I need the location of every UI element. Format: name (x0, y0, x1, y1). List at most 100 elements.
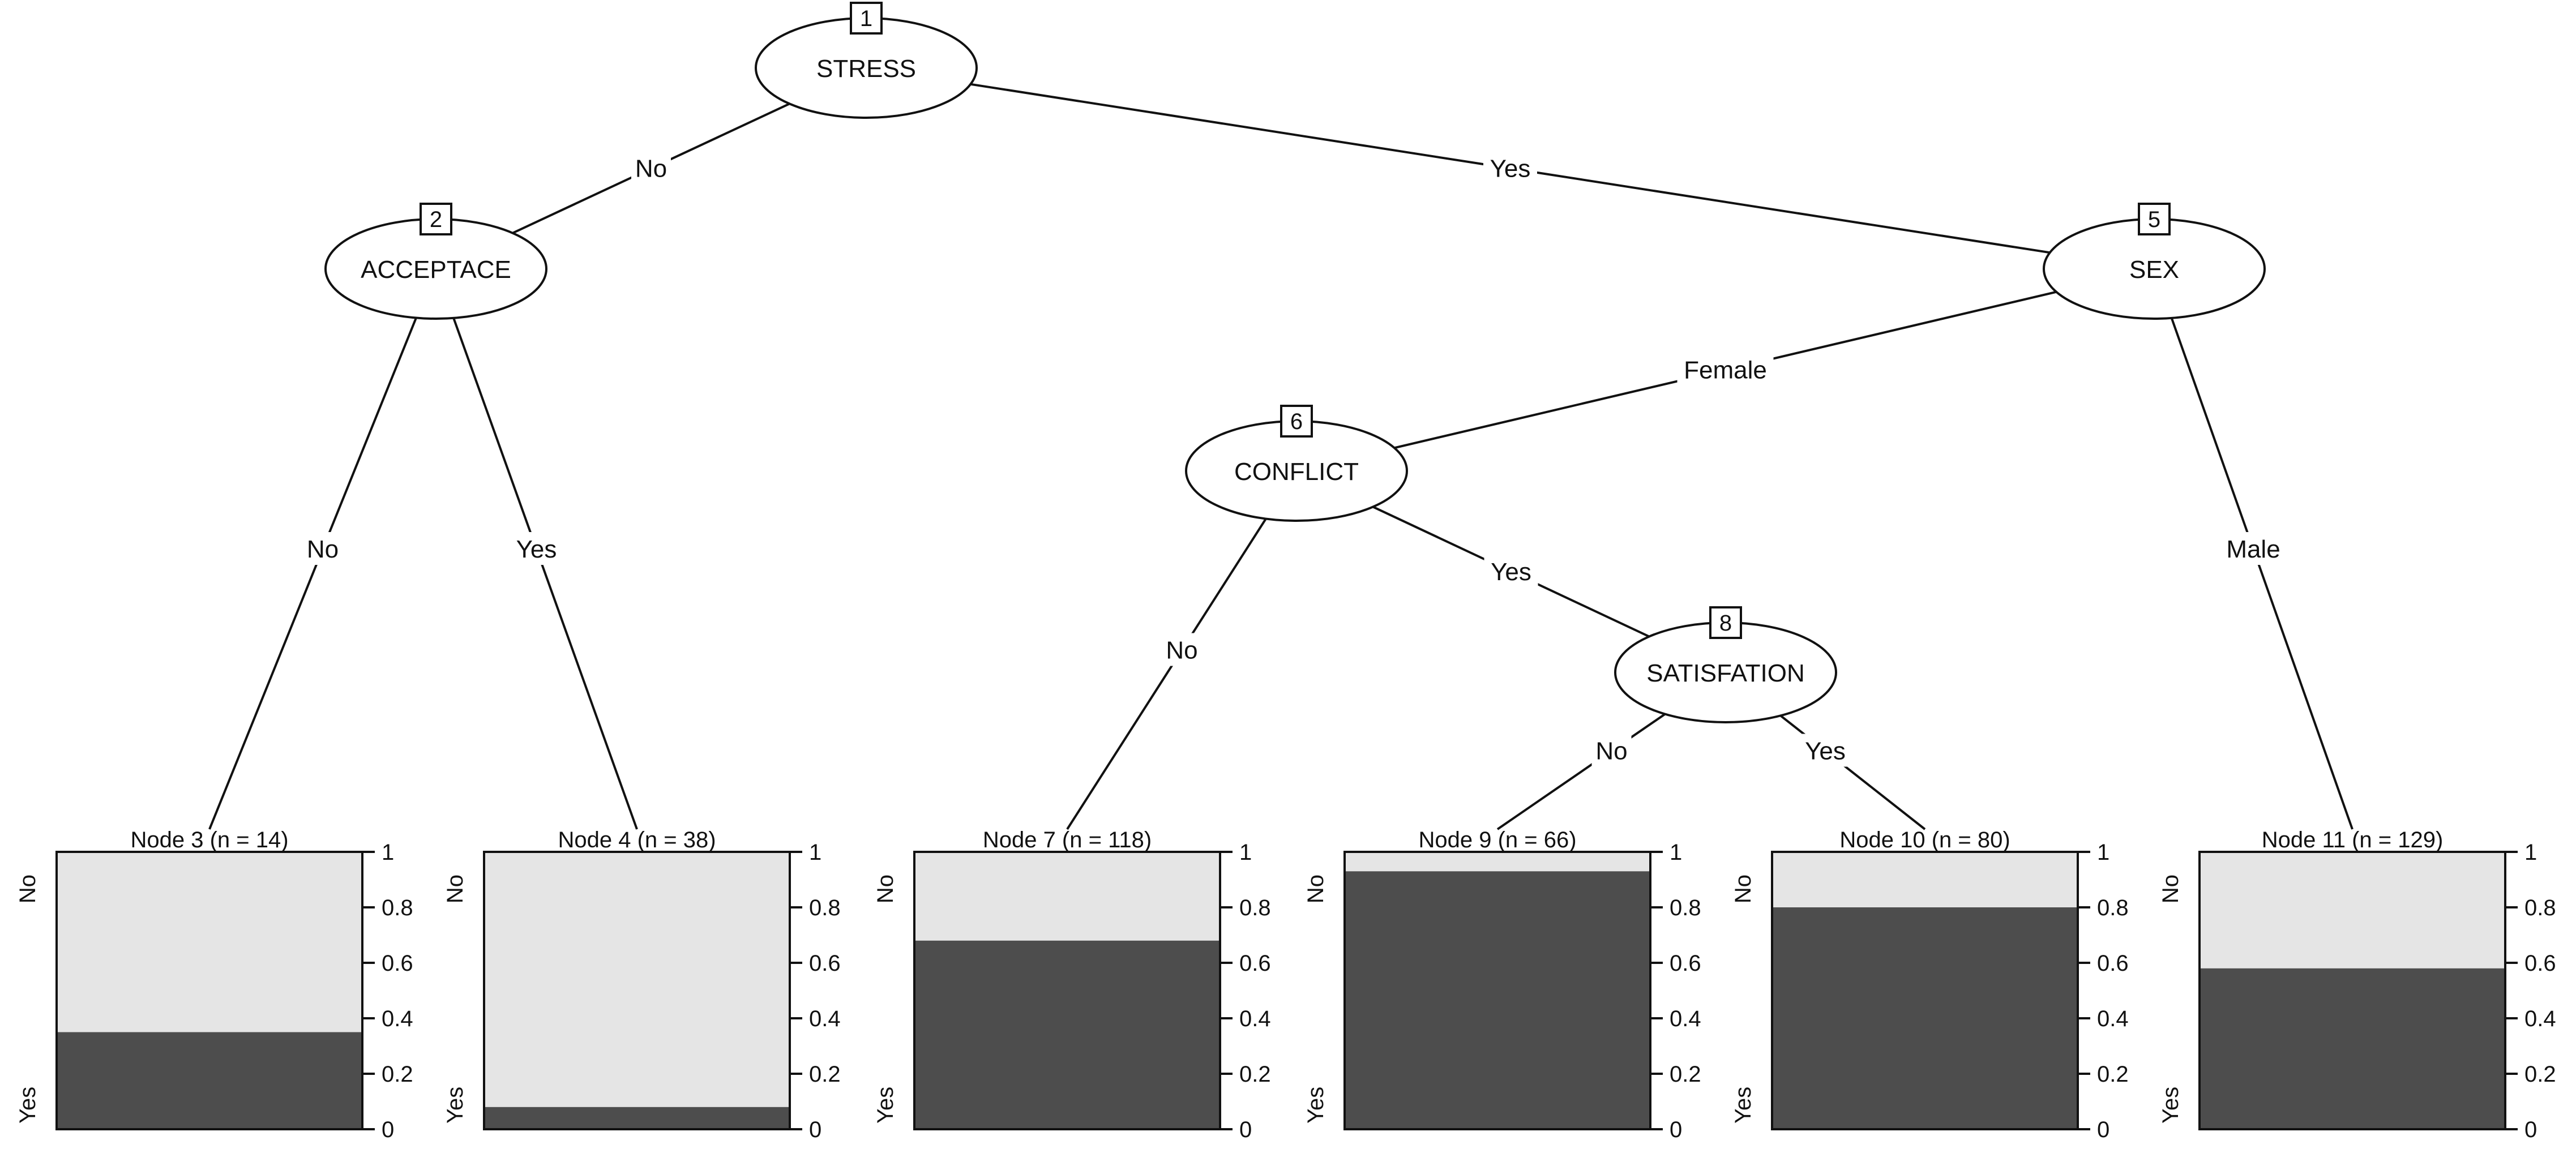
y-tick-label: 0 (382, 1117, 394, 1142)
node-id: 1 (860, 6, 872, 31)
edge-label-bg (2219, 532, 2287, 565)
terminal-title: Node 10 (n = 80) (1839, 828, 2010, 852)
y-tick-label: 0.4 (1670, 1006, 1701, 1031)
bar-segment-no (57, 852, 362, 1032)
y-tick-label: 0.4 (2524, 1006, 2556, 1031)
terminal-title: Node 3 (n = 14) (130, 828, 288, 852)
terminal-title: Node 7 (n = 118) (983, 828, 1152, 852)
y-tick-label: 1 (1670, 840, 1682, 865)
y-tick-label: 1 (1239, 840, 1252, 865)
edge-label-yes: Yes (1491, 558, 1531, 586)
edge-label-yes: Yes (1805, 738, 1846, 765)
edge-label-no: No (635, 155, 667, 183)
node-id-box (420, 203, 452, 235)
category-label-yes: Yes (873, 1087, 898, 1124)
edge-label-bg (1483, 151, 1537, 185)
node-id-box (850, 2, 883, 35)
bar-segment-no (914, 852, 1220, 941)
bar-segment-no (1772, 852, 2078, 907)
node-id: 6 (1290, 409, 1303, 434)
edge-label-bg (1162, 633, 1202, 666)
y-tick-label: 0.8 (382, 895, 413, 920)
node-id-box (1709, 606, 1742, 639)
edge-label-bg (303, 532, 343, 565)
y-tick-label: 0 (2097, 1117, 2109, 1142)
bar-segment-no (484, 852, 790, 1107)
edge-label-male: Male (2226, 535, 2280, 563)
edge-label-yes: Yes (1490, 155, 1531, 183)
y-tick-label: 0.8 (1670, 895, 1701, 920)
terminal-title: Node 4 (n = 38) (558, 828, 716, 852)
y-tick-label: 0.8 (2097, 895, 2129, 920)
edge-label-bg (1591, 734, 1632, 767)
category-label-yes: Yes (2158, 1087, 2183, 1124)
category-label-yes: Yes (1303, 1087, 1328, 1124)
node-label: STRESS (816, 55, 916, 83)
y-tick-label: 0.6 (1670, 951, 1701, 976)
edge-label-bg (1484, 555, 1538, 588)
y-tick-label: 0.2 (2097, 1062, 2129, 1087)
y-tick-label: 1 (382, 840, 394, 865)
edge-label-no: No (1595, 738, 1627, 765)
y-tick-label: 0.8 (1239, 895, 1271, 920)
category-label-yes: Yes (1731, 1087, 1756, 1124)
bar-segment-yes (484, 1107, 790, 1129)
y-tick-label: 0.2 (1670, 1062, 1701, 1087)
bar-segment-yes (2200, 968, 2505, 1129)
terminal-title: Node 11 (n = 129) (2262, 828, 2444, 852)
node-stress: STRESS 1 (755, 2, 978, 119)
node-id-box (2138, 203, 2171, 235)
y-tick-label: 0.4 (809, 1006, 841, 1031)
edge-label-bg (510, 532, 563, 565)
bar-segment-no (2200, 852, 2505, 968)
y-tick-label: 1 (2097, 840, 2109, 865)
category-label-no: No (1303, 875, 1328, 903)
edge-label-bg (631, 151, 671, 185)
bar-segment-yes (1772, 907, 2078, 1129)
bar-segment-yes (914, 940, 1220, 1129)
bar-segment-no (1345, 852, 1650, 872)
y-tick-label: 0.8 (809, 895, 841, 920)
category-label-no: No (443, 875, 468, 903)
node-label: SEX (2129, 256, 2179, 284)
y-tick-label: 0.2 (1239, 1062, 1271, 1087)
node-label: SATISFATION (1646, 659, 1805, 687)
y-tick-label: 0.6 (2524, 951, 2556, 976)
edge-label-bg (1677, 353, 1774, 386)
edge-label-female: Female (1684, 357, 1767, 384)
y-tick-label: 0 (809, 1117, 821, 1142)
node-id: 5 (2148, 207, 2160, 232)
y-tick-label: 0.4 (1239, 1006, 1271, 1031)
category-label-no: No (2158, 875, 2183, 903)
edge-label-bg (1798, 734, 1852, 767)
y-tick-label: 0 (2524, 1117, 2537, 1142)
y-tick-label: 0 (1239, 1117, 1252, 1142)
category-label-no: No (15, 875, 40, 903)
y-tick-label: 0.6 (809, 951, 841, 976)
y-tick-label: 0.8 (2524, 895, 2556, 920)
edge-label-no: No (307, 535, 339, 563)
bar-segment-yes (57, 1032, 362, 1129)
node-id: 8 (1719, 611, 1732, 636)
y-tick-label: 0.4 (2097, 1006, 2129, 1031)
bar-segment-yes (1345, 871, 1650, 1129)
node-satisfation: SATISFATION 8 (1614, 606, 1837, 723)
nodes-layer: STRESS1ACCEPTACE2SEX5CONFLICT6SATISFATIO… (324, 2, 2266, 723)
y-tick-label: 0.2 (2524, 1062, 2556, 1087)
edge-label-yes: Yes (516, 535, 557, 563)
category-label-yes: Yes (443, 1087, 468, 1124)
terminal-title: Node 9 (n = 66) (1418, 828, 1576, 852)
node-id-box (1280, 405, 1313, 438)
y-tick-label: 0.6 (382, 951, 413, 976)
y-tick-label: 0 (1670, 1117, 1682, 1142)
y-tick-label: 0.2 (382, 1062, 413, 1087)
